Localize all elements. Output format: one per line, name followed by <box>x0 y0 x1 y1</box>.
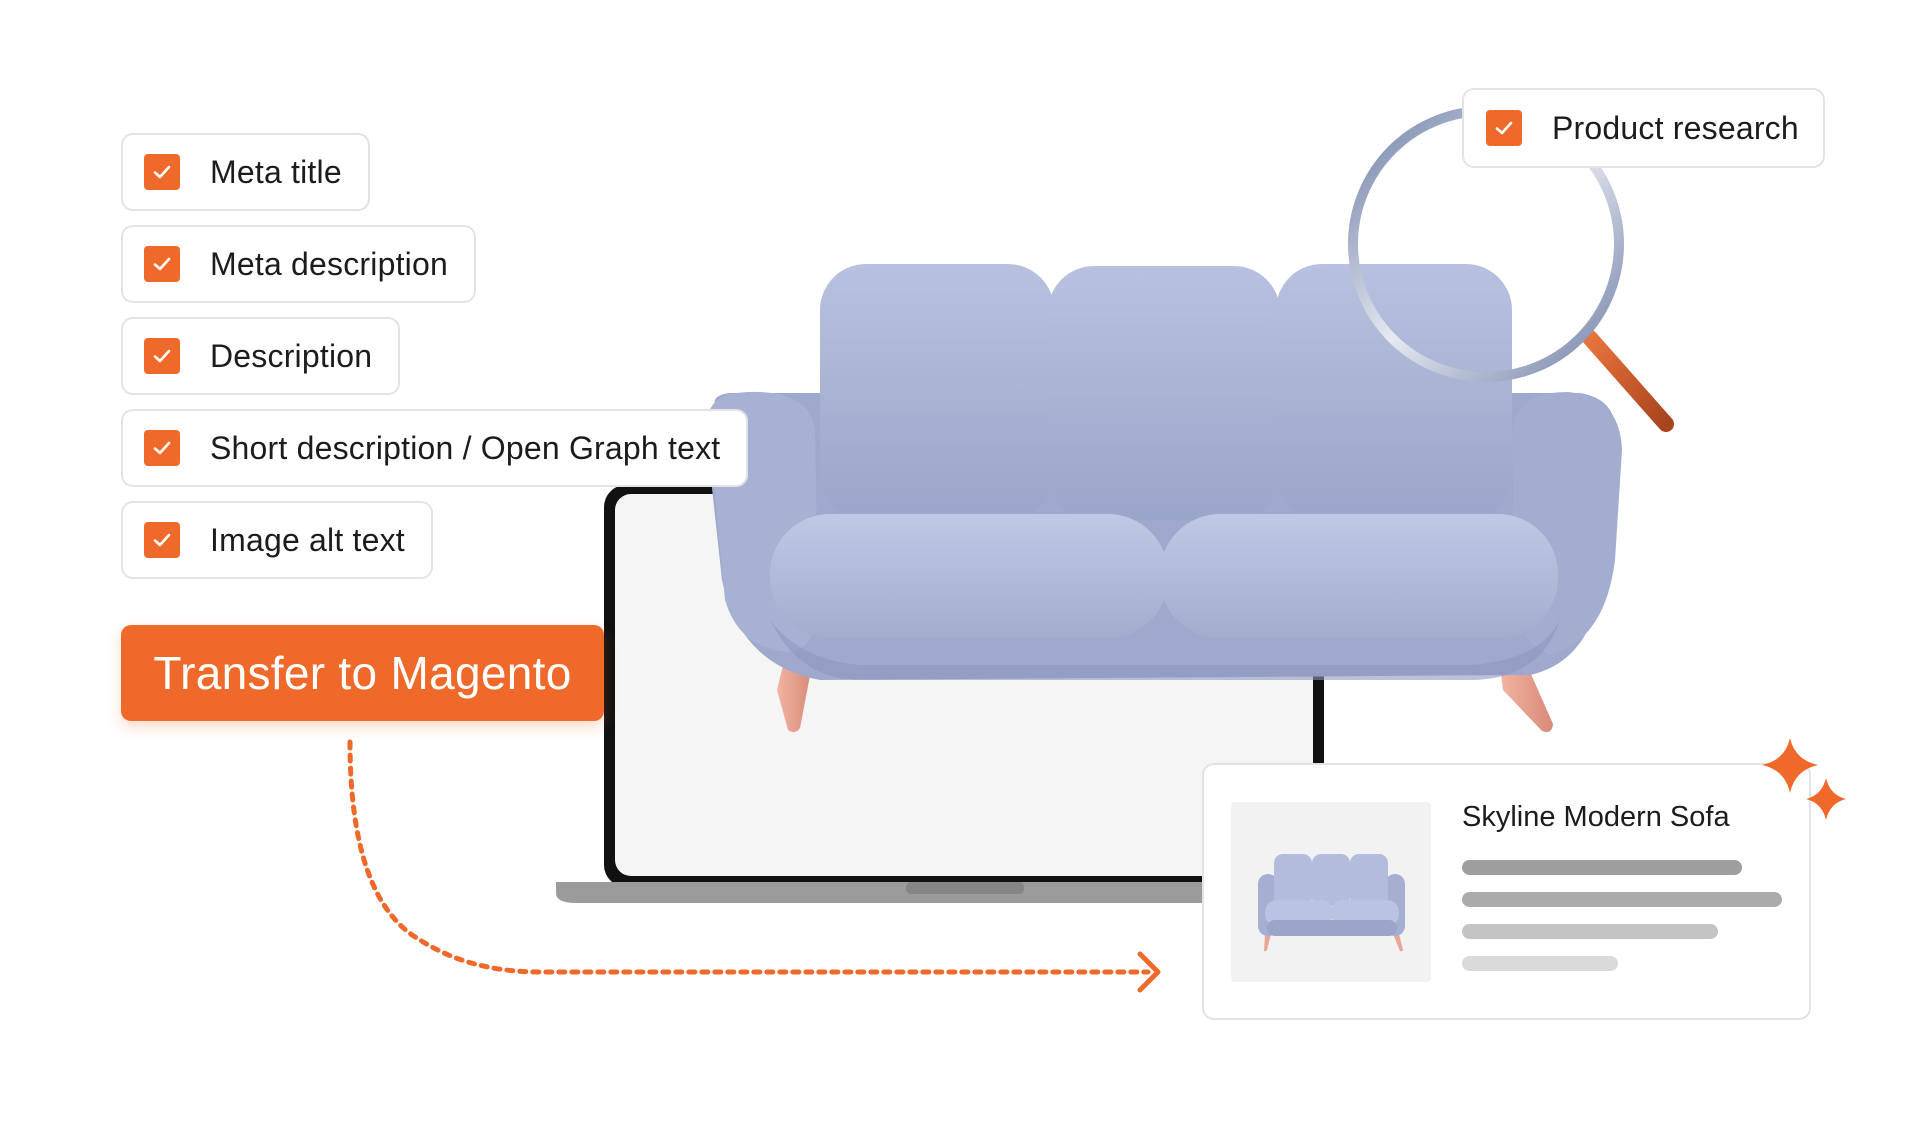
transfer-to-magento-button[interactable]: Transfer to Magento <box>121 625 604 721</box>
checklist-item-label: Meta title <box>210 153 342 190</box>
checklist-item-short-description[interactable]: Short description / Open Graph text <box>121 409 749 487</box>
product-title: Skyline Modern Sofa <box>1462 801 1730 833</box>
checklist-item-meta-description[interactable]: Meta description <box>121 225 476 303</box>
checklist-item-meta-title[interactable]: Meta title <box>121 133 370 211</box>
checklist-item-label: Image alt text <box>210 521 405 558</box>
check-icon[interactable] <box>144 246 180 282</box>
product-card[interactable]: Skyline Modern Sofa <box>1202 763 1811 1020</box>
checklist-item-label: Description <box>210 337 373 374</box>
checklist-item-description[interactable]: Description <box>121 317 401 395</box>
check-icon[interactable] <box>144 522 180 558</box>
product-thumbnail <box>1231 802 1431 982</box>
sofa-thumbnail-icon <box>1258 854 1405 952</box>
checklist-item-image-alt-text[interactable]: Image alt text <box>121 501 433 579</box>
text-placeholder-line <box>1462 956 1618 971</box>
text-placeholder-line <box>1462 860 1742 875</box>
checklist-item-label: Short description / Open Graph text <box>210 429 721 466</box>
check-icon[interactable] <box>144 338 180 374</box>
text-placeholder-line <box>1462 924 1718 939</box>
checklist-item-label: Meta description <box>210 245 448 282</box>
check-icon[interactable] <box>1486 110 1522 146</box>
product-research-label: Product research <box>1552 109 1799 146</box>
text-placeholder-line <box>1462 892 1782 907</box>
product-research-tag[interactable]: Product research <box>1462 88 1825 168</box>
check-icon[interactable] <box>144 154 180 190</box>
check-icon[interactable] <box>144 430 180 466</box>
